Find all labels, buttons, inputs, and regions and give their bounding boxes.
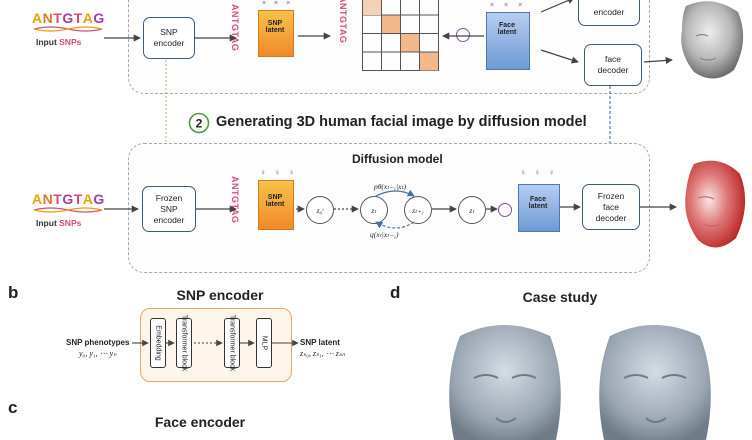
z-t-node: zₜ <box>360 196 388 224</box>
top-snp-sequence: ANTGTAG <box>32 10 105 26</box>
frozen-face-decoder-box[interactable]: Frozen face decoder <box>582 184 640 230</box>
z-t1-node: zₜ₊₁ <box>404 196 432 224</box>
case-study-face-2 <box>599 325 711 440</box>
panel-b-label: b <box>8 283 19 302</box>
seq-char: T <box>73 191 83 207</box>
diffusion-connector-node <box>498 203 512 217</box>
snp-markers: × × × <box>262 0 294 7</box>
top-input-label: Input SNPs <box>36 37 82 47</box>
frozen-snp-encoder-box[interactable]: Frozen SNP encoder <box>142 186 196 232</box>
seq-char: G <box>93 191 105 207</box>
diffusion-panel <box>128 143 650 273</box>
seq-char: N <box>42 10 54 26</box>
seq-char: G <box>62 191 74 207</box>
diffusion-snp-latent-label: SNP latent <box>265 194 285 208</box>
top-face-render <box>681 1 744 79</box>
seq-char: A <box>32 10 43 26</box>
panel-d-title: Case study <box>522 289 598 305</box>
face-encoder-box[interactable]: encoder <box>578 0 640 26</box>
panel-c-title: Face encoder <box>154 414 246 430</box>
top-snp-latent <box>258 10 294 57</box>
dna-strand-icon <box>33 207 103 213</box>
seq-char: T <box>53 191 63 207</box>
snp-markers: ♀ ♀ ♀ <box>260 168 298 177</box>
seq-char: A <box>82 191 94 207</box>
seq-char: N <box>42 191 54 207</box>
snp-latent-output-label: SNP latent zₛ₀, zₛ₁, ⋯ zₛₙ <box>300 338 346 358</box>
diffusion-face-latent <box>518 184 560 232</box>
embedding-block: Embedding <box>150 318 166 368</box>
snp-phenotypes-label: SNP phenotypes y₀, y₁, ⋯ yₙ <box>66 338 130 358</box>
seq-char: A <box>82 10 94 26</box>
transformer-block-2: Transformer block <box>224 315 240 371</box>
top-snp-latent-label: SNP latent <box>265 20 285 34</box>
seq-char: A <box>32 191 43 207</box>
face-markers: × × × <box>490 2 527 9</box>
section-2-title: Generating 3D human facial image by diff… <box>216 114 587 130</box>
dna-strand-icon <box>33 26 103 32</box>
z-start-node: z₀ᵗ <box>306 196 334 224</box>
seq-char: T <box>73 10 83 26</box>
diffusion-title: Diffusion model <box>352 152 443 166</box>
face-markers: ♀ ♀ ♀ <box>520 168 558 177</box>
step-2-number: 2 <box>196 117 203 131</box>
step-2-badge: 2 <box>188 112 210 134</box>
diffusion-snp-sequence: ANTGTAG <box>32 191 105 207</box>
p-theta-label: pθ(xₜ₋₁|xₜ) <box>374 182 407 191</box>
diffusion-input-label: Input SNPs <box>36 218 82 228</box>
transformer-block-1: Transformer block <box>176 315 192 371</box>
similarity-matrix <box>362 0 439 71</box>
panel-c-label: c <box>8 398 18 417</box>
diffusion-snp-latent <box>258 180 294 230</box>
seq-char: G <box>93 10 105 26</box>
q-label: q(xₜ|xₜ₋₁) <box>370 230 399 239</box>
top-face-latent <box>486 12 530 70</box>
face-decoder-box[interactable]: face decoder <box>584 44 642 86</box>
top-connector-node <box>456 28 470 42</box>
panel-b-title: SNP encoder <box>176 287 264 303</box>
case-study-face-1 <box>449 325 561 440</box>
diffusion-face-latent-label: Face latent <box>528 196 548 210</box>
seq-char: T <box>53 10 63 26</box>
top-face-latent-label: Face latent <box>497 22 517 36</box>
panel-d-label: d <box>390 283 401 302</box>
z-T-node: zₜ <box>458 196 486 224</box>
colored-face-render <box>685 160 746 248</box>
seq-char: G <box>62 10 74 26</box>
mlp-block: MLP <box>256 318 272 368</box>
